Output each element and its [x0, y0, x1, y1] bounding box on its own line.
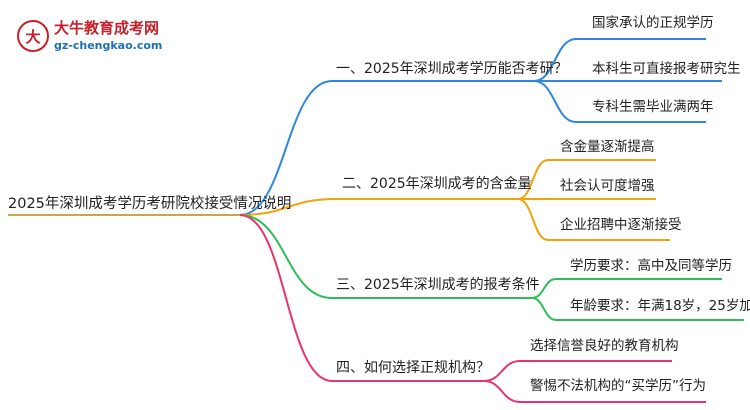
branch-1-to-leaf-1-connector: [533, 38, 577, 82]
branch-4-leaf-2: 警惕不法机构的“买学历”行为: [530, 378, 706, 394]
branch-3-leaf-2: 年龄要求：年满18岁，25岁加分: [570, 298, 750, 314]
logo-title: 大牛教育成考网: [54, 19, 159, 37]
branch-2-to-leaf-1-connector: [517, 159, 549, 200]
branch-2-to-leaf-3-connector: [517, 198, 549, 241]
branch-2-label: 二、2025年深圳成考的含金量: [342, 176, 532, 192]
branch-1-to-leaf-3-connector: [533, 80, 577, 123]
root-to-branch-4-connector: [239, 214, 333, 382]
connectors: [239, 38, 577, 403]
branch-2-leaf-3: 企业招聘中逐渐接受: [560, 216, 682, 233]
branch-4-leaf-1: 选择信誉良好的教育机构: [530, 338, 679, 354]
logo: 大 大牛教育成考网 gz-chengkao.com: [17, 19, 162, 52]
branch-1-leaf-3: 专科生需毕业满两年: [592, 99, 714, 115]
root-to-branch-1-connector: [239, 80, 333, 216]
logo-url: gz-chengkao.com: [54, 39, 162, 52]
branch-1-leaf-1: 国家承认的正规学历: [592, 14, 714, 31]
root-topic: 2025年深圳成考学历考研院校接受情况说明: [8, 195, 291, 212]
branch-4-label: 四、如何选择正规机构？: [336, 360, 490, 376]
branch-2-leaf-2: 社会认可度增强: [560, 178, 655, 194]
logo-mascot-glyph-icon: 大: [25, 28, 40, 46]
branch-3-to-leaf-2-connector: [531, 297, 557, 321]
branch-3-label: 三、2025年深圳成考的报考条件: [336, 276, 540, 293]
branch-1-label: 一、2025年深圳成考学历能否考研？: [336, 61, 568, 77]
root-to-branch-3-connector: [239, 214, 333, 299]
logo-mascot-icon: [17, 20, 49, 52]
branch-1-leaf-2: 本科生可直接报考研究生: [592, 60, 741, 77]
branch-3-leaf-1: 学历要求：高中及同等学历: [570, 257, 732, 274]
root-to-branch-2-connector: [239, 198, 337, 216]
branch-2-leaf-1: 含金量逐渐提高: [560, 138, 655, 155]
branch-4-to-leaf-2-connector: [483, 380, 521, 403]
